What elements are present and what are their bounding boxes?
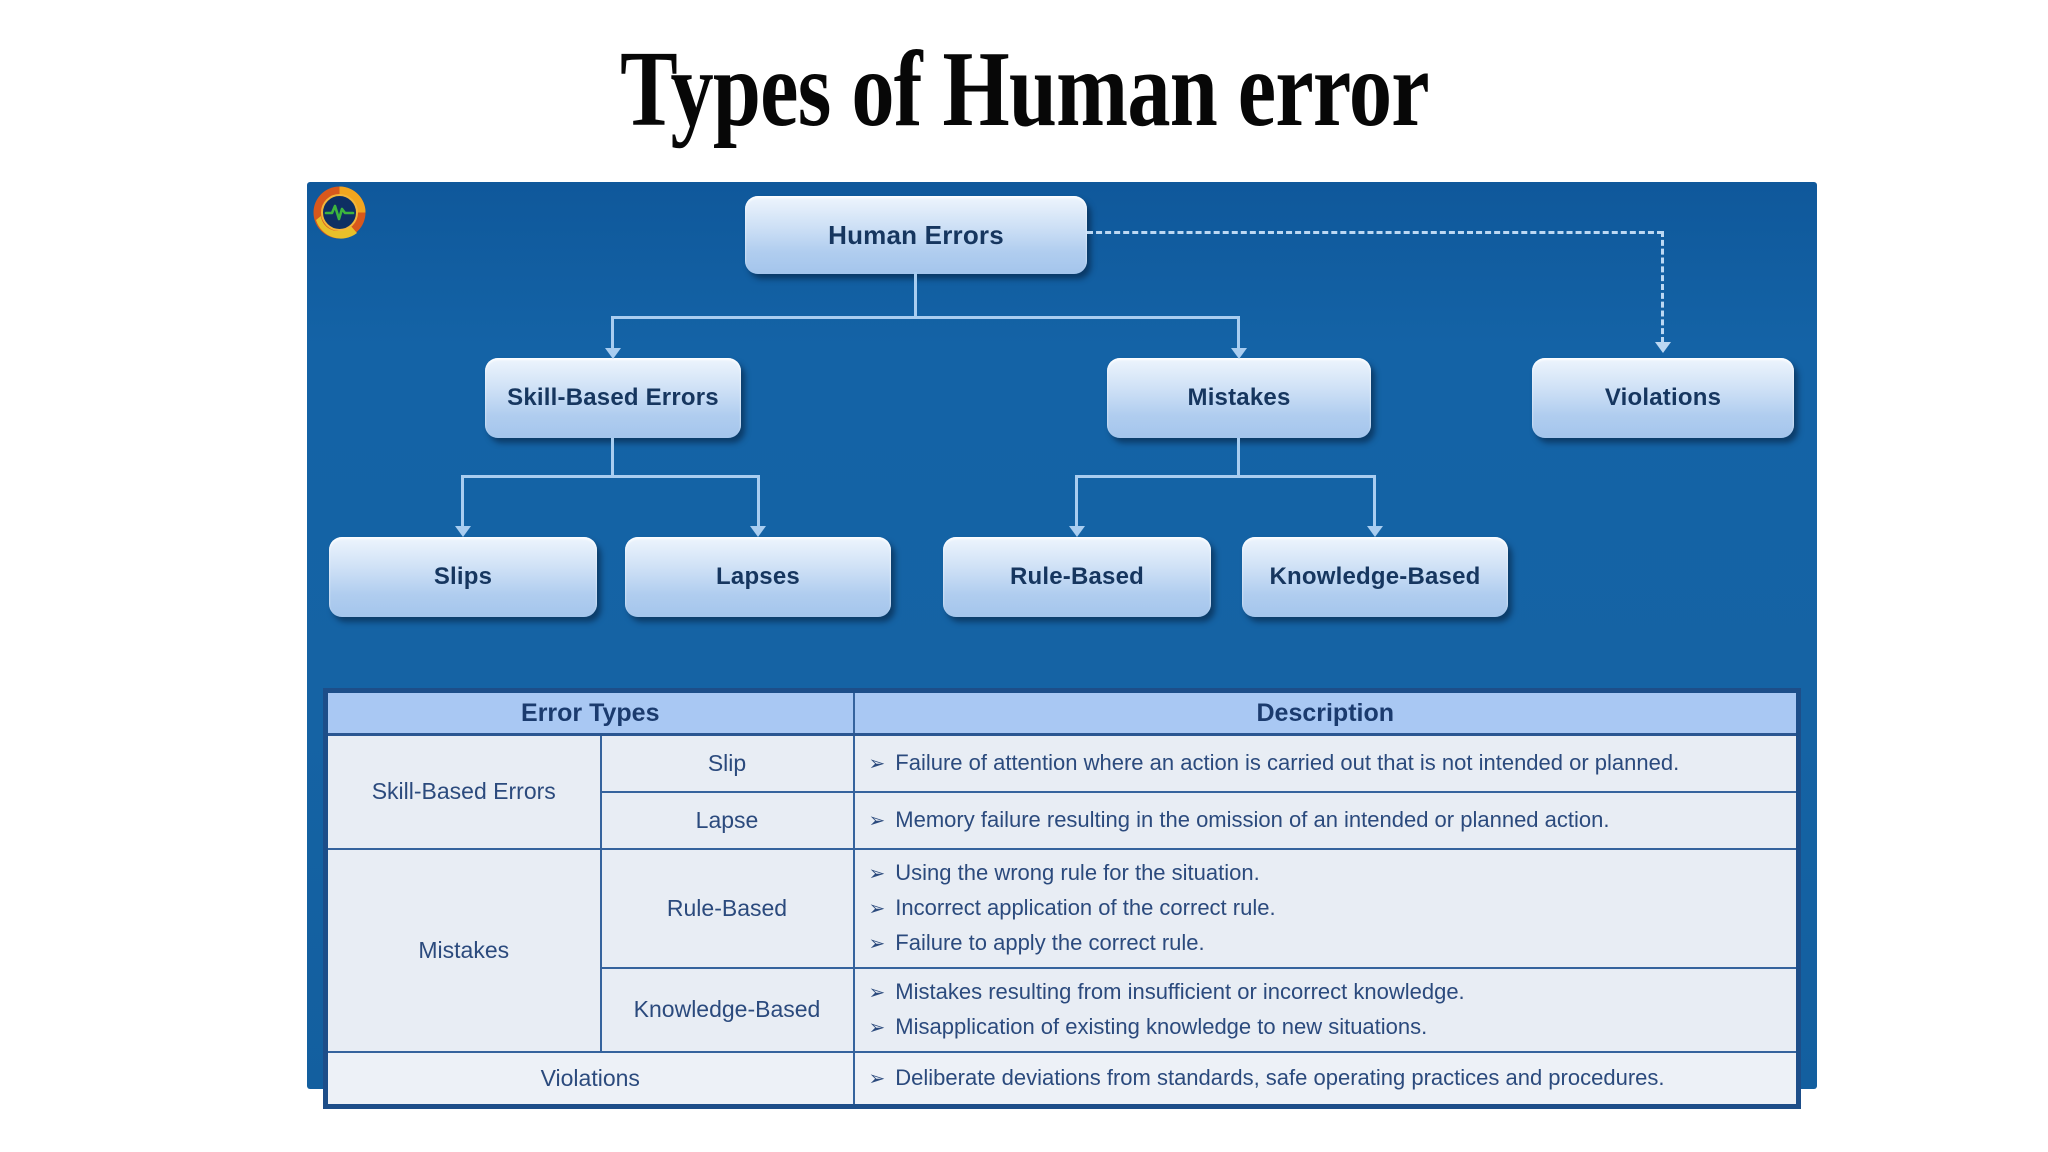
arrowhead-skill-icon [605, 348, 621, 359]
bullet-arrow-icon: ➢ [868, 897, 886, 920]
table-row-knowledge-based: Knowledge-Based ➢ Mistakes resulting from… [326, 966, 1800, 1053]
connector-dashed-v [1661, 231, 1664, 343]
desc-cell-knowledge-based: ➢ Mistakes resulting from insufficient or… [852, 966, 1800, 1053]
page-title: Types of Human error [0, 30, 2048, 151]
node-violations: Violations [1532, 358, 1794, 438]
diagram-panel: Human Errors Skill-Based Errors Mistakes… [307, 182, 1817, 1109]
bullet-arrow-icon: ➢ [868, 1067, 886, 1090]
arrowhead-lapses-icon [750, 526, 766, 537]
table-header-row: Error Types Description [324, 689, 1800, 736]
desc-text: Failure of attention where an action is … [895, 749, 1680, 775]
bullet-arrow-icon: ➢ [868, 932, 886, 955]
node-mistakes: Mistakes [1107, 358, 1371, 438]
desc-text: Mistakes resulting from insufficient or … [895, 978, 1465, 1004]
desc-text: Memory failure resulting in the omission… [895, 806, 1610, 832]
group-cell-violations: Violations [324, 1050, 855, 1108]
desc-text: Failure to apply the correct rule. [895, 929, 1205, 955]
node-knowledge-based: Knowledge-Based [1242, 537, 1508, 617]
bullet-arrow-icon: ➢ [868, 862, 886, 885]
arrowhead-knowledge-based-icon [1367, 526, 1383, 537]
column-header-description: Description [852, 689, 1800, 736]
type-cell-knowledge-based: Knowledge-Based [599, 966, 855, 1053]
node-human-errors-label: Human Errors [828, 219, 1004, 250]
desc-text: Using the wrong rule for the situation. [895, 859, 1260, 885]
connector-to-skill [611, 316, 614, 350]
group-cell-mistakes: Mistakes [324, 847, 602, 1053]
connector-to-mistakes [1237, 316, 1240, 350]
type-cell-lapse: Lapse [599, 790, 855, 850]
node-lapses: Lapses [625, 537, 891, 617]
group-cell-skill-based: Skill-Based Errors [324, 733, 602, 850]
node-skill-based-errors-label: Skill-Based Errors [507, 384, 719, 411]
connector-to-rule-based [1075, 475, 1078, 527]
arrowhead-mistakes-icon [1231, 348, 1247, 359]
arrowhead-slips-icon [455, 526, 471, 537]
type-cell-rule-based: Rule-Based [599, 847, 855, 969]
desc-text: Deliberate deviations from standards, sa… [895, 1064, 1665, 1090]
error-types-table: Error Types Description Skill-Based Erro… [323, 688, 1801, 1109]
connector-level2a-hline [462, 475, 759, 478]
node-lapses-label: Lapses [716, 563, 800, 590]
connector-level2b-hline [1076, 475, 1375, 478]
connector-human-stub [914, 272, 917, 318]
desc-cell-violations: ➢ Deliberate deviations from standards, s… [852, 1050, 1800, 1108]
connector-to-slips [461, 475, 464, 527]
node-rule-based: Rule-Based [943, 537, 1211, 617]
pulse-badge-logo-icon [312, 185, 367, 240]
table-row-slip: Skill-Based Errors Slip ➢ Failure of atte… [324, 733, 1800, 850]
table-row-violations: Violations ➢ Deliberate deviations from s… [324, 1050, 1800, 1108]
type-cell-slip: Slip [599, 733, 855, 793]
node-violations-label: Violations [1604, 384, 1722, 411]
connector-level1-hline [612, 316, 1240, 319]
page-title-text: Types of Human error [619, 30, 1430, 149]
connector-to-lapses [757, 475, 760, 527]
connector-to-knowledge-based [1373, 475, 1376, 527]
table-row-lapse: Lapse ➢ Memory failure resulting in the o… [326, 790, 1800, 850]
desc-cell-slip: ➢ Failure of attention where an action is… [852, 733, 1800, 793]
desc-cell-rule-based: ➢ Using the wrong rule for the situation.… [852, 847, 1800, 969]
bullet-arrow-icon: ➢ [868, 809, 886, 832]
node-slips: Slips [329, 537, 597, 617]
table-row-rule-based: Mistakes Rule-Based ➢ Using the wrong rul… [324, 847, 1800, 1053]
node-rule-based-label: Rule-Based [1009, 563, 1145, 590]
desc-text: Incorrect application of the correct rul… [895, 894, 1276, 920]
node-skill-based-errors: Skill-Based Errors [485, 358, 741, 438]
arrowhead-rule-based-icon [1069, 526, 1085, 537]
node-slips-label: Slips [433, 563, 493, 590]
column-header-error-types: Error Types [324, 689, 855, 736]
node-knowledge-based-label: Knowledge-Based [1269, 563, 1481, 590]
bullet-arrow-icon: ➢ [868, 981, 886, 1004]
connector-mistakes-stub [1237, 438, 1240, 477]
desc-text: Misapplication of existing knowledge to … [895, 1013, 1428, 1039]
arrowhead-violations-icon [1655, 342, 1671, 353]
bullet-arrow-icon: ➢ [868, 752, 886, 775]
node-mistakes-label: Mistakes [1187, 384, 1291, 411]
bullet-arrow-icon: ➢ [868, 1016, 886, 1039]
node-human-errors: Human Errors [745, 196, 1087, 274]
desc-cell-lapse: ➢ Memory failure resulting in the omissio… [852, 790, 1800, 850]
connector-dashed-h [1087, 231, 1663, 234]
connector-skill-stub [611, 438, 614, 477]
